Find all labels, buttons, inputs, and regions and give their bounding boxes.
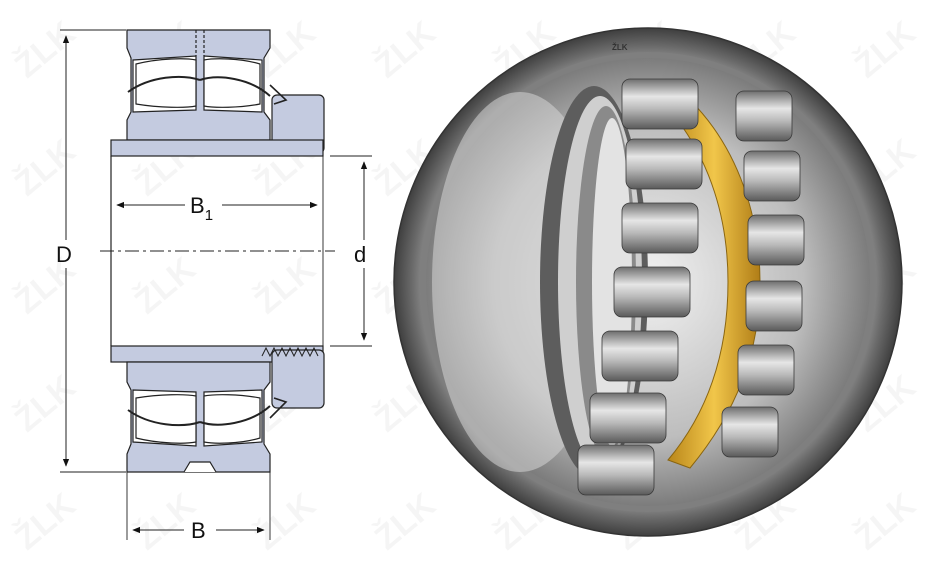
roller-outer-4 bbox=[745, 280, 803, 332]
watermark-36: ŽLK bbox=[368, 486, 443, 558]
roller-inner-6 bbox=[589, 392, 667, 444]
watermark-18: ŽLK bbox=[128, 250, 203, 322]
width-dimension bbox=[126, 472, 271, 540]
roller-outer-6 bbox=[721, 406, 779, 458]
roller-outer-5 bbox=[737, 344, 795, 396]
roller-inner-1 bbox=[621, 78, 699, 130]
cross-section-drawing bbox=[60, 29, 372, 540]
watermark-9: ŽLK bbox=[8, 132, 83, 204]
label-width: B bbox=[191, 518, 206, 543]
roller-inner-7 bbox=[577, 444, 655, 496]
watermark-19: ŽLK bbox=[248, 250, 323, 322]
watermark-25: ŽLK bbox=[8, 368, 83, 440]
rollers bbox=[577, 78, 805, 496]
roller-outer-3 bbox=[747, 214, 805, 266]
bearing-photo: ŽLK bbox=[393, 27, 903, 537]
label-sleeve-width: B1 bbox=[190, 193, 213, 224]
roller-outer-2 bbox=[743, 150, 801, 202]
roller-inner-4 bbox=[613, 266, 691, 318]
watermark-40: ŽLK bbox=[848, 486, 923, 558]
lower-bearing-section bbox=[126, 346, 325, 473]
label-sleeve-width-main: B bbox=[190, 193, 205, 218]
upper-bearing-section bbox=[126, 29, 325, 156]
label-outer-diameter: D bbox=[56, 242, 72, 267]
roller-inner-5 bbox=[601, 330, 679, 382]
watermark-35: ŽLK bbox=[248, 486, 323, 558]
outer-diameter-dimension bbox=[60, 29, 126, 473]
roller-inner-3 bbox=[621, 202, 699, 254]
bore-diameter-dimension bbox=[330, 155, 372, 347]
watermark-4: ŽLK bbox=[368, 14, 443, 86]
watermark-8: ŽLK bbox=[848, 14, 923, 86]
label-sleeve-width-sub: 1 bbox=[205, 207, 213, 224]
brand-mark: ŽLK bbox=[612, 43, 628, 52]
label-bore-diameter: d bbox=[354, 242, 366, 267]
watermark-1: ŽLK bbox=[8, 14, 83, 86]
roller-inner-2 bbox=[625, 138, 703, 190]
roller-outer-1 bbox=[735, 90, 793, 142]
watermark-33: ŽLK bbox=[8, 486, 83, 558]
sleeve-width-dimension bbox=[116, 156, 324, 346]
